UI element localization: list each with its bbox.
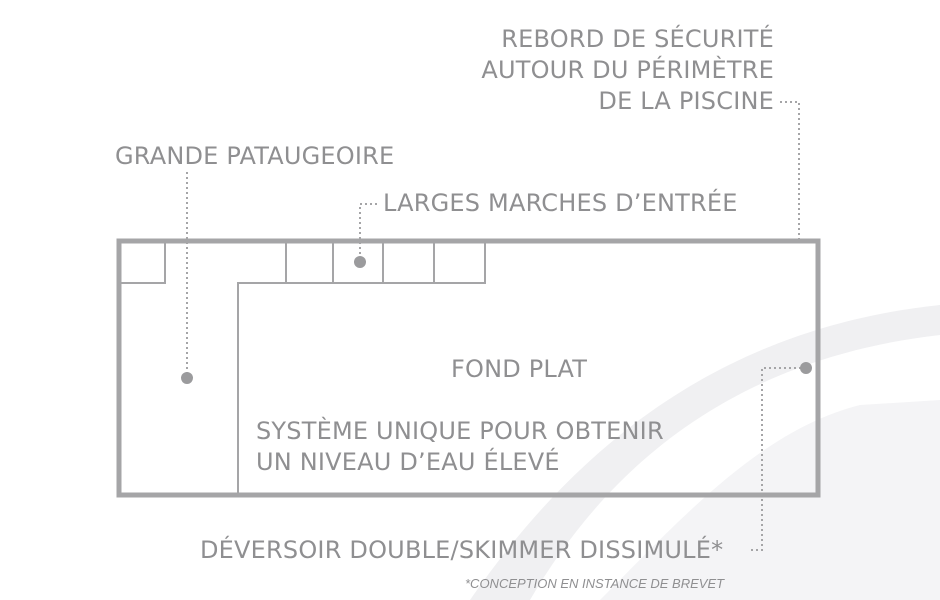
label-safety-ledge-line-1: REBORD DE SÉCURITÉ: [501, 25, 774, 53]
wading-area-boundary: [237, 243, 486, 493]
label-entry-steps: LARGES MARCHES D’ENTRÉE: [383, 189, 738, 217]
marker-wading-area: [181, 372, 193, 384]
leader-safety-ledge: [780, 101, 800, 241]
label-safety-ledge-line-2: AUTOUR DU PÉRIMÈTRE: [481, 56, 774, 84]
background-swoosh-band: [470, 305, 940, 600]
leader-entry-steps: [359, 203, 377, 258]
leader-skimmer: [750, 367, 806, 551]
label-flat-bottom: FOND PLAT: [451, 355, 588, 383]
label-skimmer: DÉVERSOIR DOUBLE/SKIMMER DISSIMULÉ*: [200, 536, 724, 564]
marker-entry-steps: [354, 256, 366, 268]
label-safety-ledge-line-3: DE LA PISCINE: [598, 87, 774, 115]
label-water-level-system: SYSTÈME UNIQUE POUR OBTENIR UN NIVEAU D’…: [256, 416, 664, 478]
label-water-level-line-2: UN NIVEAU D’EAU ÉLEVÉ: [256, 448, 560, 476]
corner-ledge: [121, 243, 166, 284]
label-water-level-line-1: SYSTÈME UNIQUE POUR OBTENIR: [256, 417, 664, 445]
footnote-patent: *CONCEPTION EN INSTANCE DE BREVET: [465, 576, 725, 591]
entry-steps: [285, 243, 435, 283]
pool-outline: [116, 238, 821, 498]
label-safety-ledge: REBORD DE SÉCURITÉ AUTOUR DU PÉRIMÈTRE D…: [481, 24, 774, 117]
label-wading-area: GRANDE PATAUGEOIRE: [115, 142, 395, 170]
background-swoosh: [600, 400, 940, 600]
marker-skimmer: [800, 362, 812, 374]
